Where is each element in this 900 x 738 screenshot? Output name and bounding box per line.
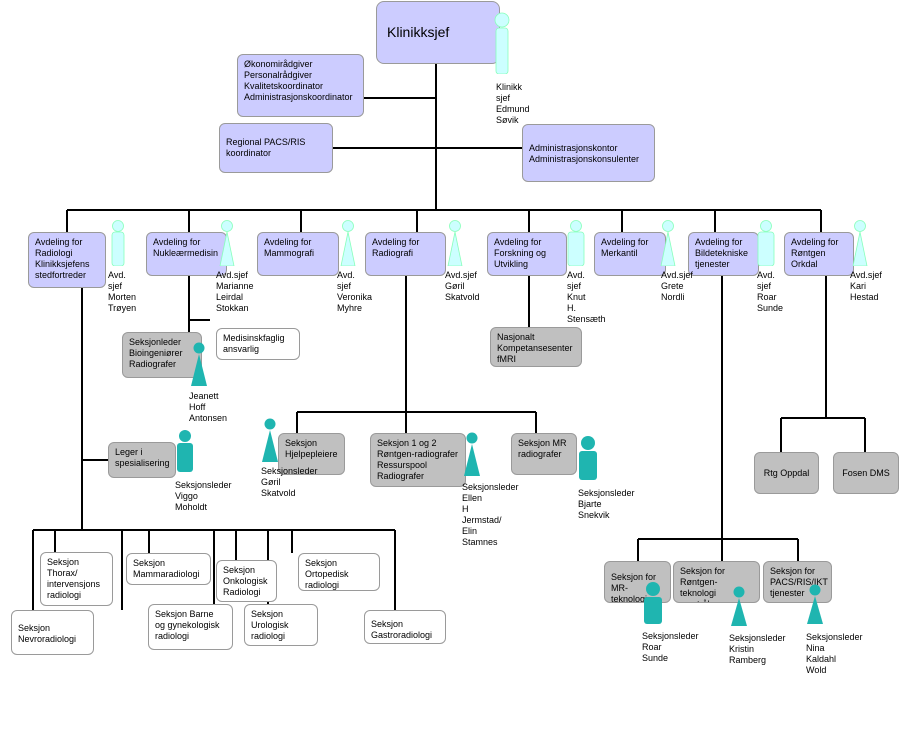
residents-leader: Seksjonsleder Viggo Moholdt xyxy=(175,480,232,512)
person-icon xyxy=(111,220,125,266)
person-icon xyxy=(262,418,278,462)
nuclear-section-box: Seksjonleder Bioingeniører Radiografer xyxy=(122,332,202,378)
section-1-2: Seksjon 1 og 2 Røntgen-radiografer Ressu… xyxy=(370,433,466,487)
fmri-center-box: Nasjonalt Kompetansesenter fMRI xyxy=(490,327,582,367)
dept-imaging: Avdeling for Bildetekniske tjenester xyxy=(688,232,759,276)
section-barne-gyn: Seksjon Barne og gynekologisk radiologi xyxy=(148,604,233,650)
person-icon xyxy=(852,220,868,266)
person-icon xyxy=(644,582,662,624)
person-icon xyxy=(219,220,235,266)
section-ortopedisk: Seksjon Ortopedisk radiologi xyxy=(298,553,380,591)
clinic-head-box: Klinikksjef xyxy=(376,1,500,64)
residents-box: Leger i spesialisering xyxy=(108,442,176,478)
person-icon xyxy=(579,436,597,480)
dept-merkantil: Avdeling for Merkantil xyxy=(594,232,666,276)
section-mr-tech: Seksjon for MR-teknologi xyxy=(604,561,671,603)
pacs-ikt-leader: Seksjonsleder Nina Kaldahl Wold xyxy=(806,632,863,675)
person-icon xyxy=(191,342,207,386)
admin-office-box: Administrasjonskontor Administrasjonskon… xyxy=(522,124,655,182)
dept-head-name: Avd.sjef Marianne Leirdal Stokkan xyxy=(216,270,254,313)
dept-head-name: Avd. sjef Morten Trøyen xyxy=(108,270,137,313)
dept-research: Avdeling for Forskning og Utvikling xyxy=(487,232,567,276)
dept-head-name: Avd.sjef Gøril Skatvold xyxy=(445,270,480,302)
section-pacs-ikt: Seksjon for PACS/RIS/IKT tjenester xyxy=(763,561,832,603)
person-icon xyxy=(731,586,747,626)
dept-mammography: Avdeling for Mammografi xyxy=(257,232,339,276)
dept-head-name: Avd. sjef Veronika Myhre xyxy=(337,270,373,313)
section-nevro: Seksjon Nevroradiologi xyxy=(11,610,94,655)
dept-radiology: Avdeling for Radiologi Klinikksjefens st… xyxy=(28,232,106,288)
section-onkologisk: Seksjon Onkologisk Radiologi xyxy=(216,560,277,602)
dept-head-name: Avd.sjef Grete Nordli xyxy=(661,270,693,302)
section-urologisk: Seksjon Urologisk radiologi xyxy=(244,604,318,646)
person-icon xyxy=(177,430,193,472)
coordinators-box: Økonomirådgiver Personalrådgiver Kvalite… xyxy=(237,54,364,117)
medical-advisor-box: Medisinskfaglig ansvarlig xyxy=(216,328,300,360)
dept-head-name: Avd. sjef Knut H. Stensæth xyxy=(567,270,606,324)
mr-tech-leader: Seksjonsleder Roar Sunde xyxy=(642,631,699,663)
section-mr-leader: Seksjonsleder Bjarte Snekvik xyxy=(578,488,635,520)
section-mr: Seksjon MR radiografer xyxy=(511,433,577,475)
person-icon xyxy=(340,220,356,266)
dept-head-name: Avd. sjef Roar Sunde xyxy=(757,270,784,313)
section-assistants: Seksjon Hjelpepleiere xyxy=(278,433,345,475)
section-thorax: Seksjon Thorax/ intervensjons radiologi xyxy=(40,552,113,606)
person-icon xyxy=(447,220,463,266)
section-1-2-leader: Seksjonsleder Ellen H Jermstad/ Elin Sta… xyxy=(462,482,519,547)
person-icon xyxy=(660,220,676,266)
person-icon xyxy=(567,220,585,266)
section-xray-tech: Seksjon for Røntgen-teknologi og strålev… xyxy=(673,561,760,603)
section-gastro: Seksjon Gastroradiologi xyxy=(364,610,446,644)
person-icon xyxy=(757,220,775,266)
person-icon xyxy=(494,12,510,74)
pacs-coordinator-box: Regional PACS/RIS koordinator xyxy=(219,123,333,173)
clinic-head-person: Klinikk sjef Edmund Søvik xyxy=(496,82,530,125)
section-mamma: Seksjon Mammaradiologi xyxy=(126,553,211,585)
rtg-oppdal-box: Rtg Oppdal xyxy=(754,452,819,494)
dept-radiography: Avdeling for Radiografi xyxy=(365,232,446,276)
dept-nuclear: Avdeling for Nukleærmedisin xyxy=(146,232,227,276)
dept-orkdal: Avdeling for Røntgen Orkdal xyxy=(784,232,854,276)
xray-tech-leader: Seksjonsleder Kristin Ramberg xyxy=(729,633,786,665)
person-icon xyxy=(807,584,823,624)
assistants-leader: Seksjonsleder Gøril Skatvold xyxy=(261,466,318,498)
nuclear-section-leader: Jeanett Hoff Antonsen xyxy=(189,391,228,423)
person-icon xyxy=(464,432,480,476)
dept-head-name: Avd.sjef Kari Hestad xyxy=(850,270,882,302)
fosen-dms-box: Fosen DMS xyxy=(833,452,899,494)
